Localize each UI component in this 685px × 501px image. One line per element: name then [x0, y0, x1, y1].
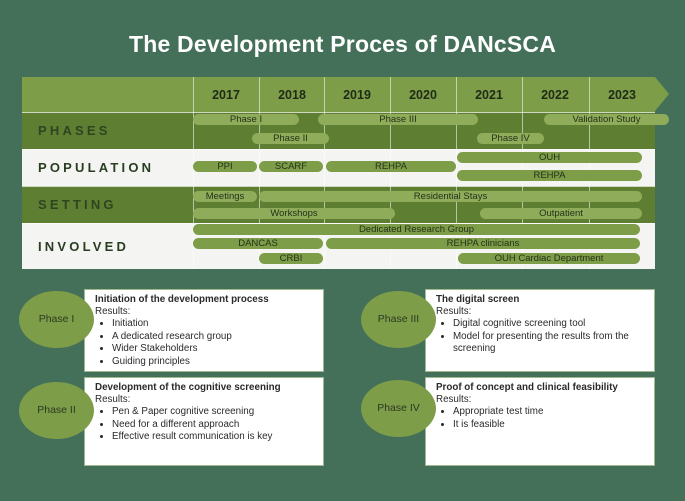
list-item: Digital cognitive screening tool [453, 318, 644, 331]
list-item: Pen & Paper cognitive screening [112, 406, 313, 419]
bar-population-ouh: OUH [457, 152, 642, 163]
year-2018: 2018 [278, 88, 306, 102]
column-divider [456, 77, 457, 269]
year-2019: 2019 [343, 88, 371, 102]
phase-4-results-label: Results: [436, 394, 472, 405]
list-item: Appropriate test time [453, 406, 644, 419]
phase-1-card: Initiation of the development process Re… [84, 289, 324, 372]
row-label-phases: PHASES [38, 123, 111, 138]
phase-3-results-list: Digital cognitive screening tool Model f… [436, 318, 644, 356]
timeline-arrow [655, 77, 669, 111]
list-item: Effective result communication is key [112, 431, 313, 444]
bar-phase-1: Phase I [193, 114, 299, 125]
phase-2-heading: Development of the cognitive screening [95, 382, 281, 393]
column-divider [259, 77, 260, 269]
column-divider [390, 77, 391, 269]
phase-1-heading: Initiation of the development process [95, 294, 269, 305]
year-2017: 2017 [212, 88, 240, 102]
list-item: A dedicated research group [112, 331, 313, 344]
phase-4-heading: Proof of concept and clinical feasibilit… [436, 382, 618, 393]
bar-validation-study: Validation Study [544, 114, 669, 125]
row-label-involved: INVOLVED [38, 239, 130, 254]
row-divider [22, 186, 655, 187]
list-item: Model for presenting the results from th… [453, 331, 644, 356]
bar-involved-ouh-cardiac: OUH Cardiac Department [458, 253, 640, 264]
bar-setting-meetings: Meetings [193, 191, 257, 202]
phase-2-card: Development of the cognitive screening R… [84, 377, 324, 466]
bar-involved-dedicated-research-group: Dedicated Research Group [193, 224, 640, 235]
column-divider [324, 77, 325, 269]
phase-4-card: Proof of concept and clinical feasibilit… [425, 377, 655, 466]
phase-1-circle: Phase I [19, 291, 94, 348]
list-item: Wider Stakeholders [112, 343, 313, 356]
row-divider [22, 112, 655, 113]
phase-4-results-list: Appropriate test time It is feasible [436, 406, 644, 431]
bar-involved-crbi: CRBI [259, 253, 323, 264]
column-divider [193, 77, 194, 269]
bar-population-rehpa-2: REHPA [457, 170, 642, 181]
bar-involved-rehpa-clinicians: REHPA clinicians [326, 238, 640, 249]
phase-1-results-list: Initiation A dedicated research group Wi… [95, 318, 313, 368]
row-divider [22, 149, 655, 150]
year-2021: 2021 [475, 88, 503, 102]
timeline-grid: 2017 2018 2019 2020 2021 2022 2023 PHASE… [22, 77, 669, 269]
bar-phase-4: Phase IV [477, 133, 544, 144]
row-label-setting: SETTING [38, 197, 117, 212]
phase-2-results-label: Results: [95, 394, 131, 405]
bar-involved-dancas: DANCAS [193, 238, 323, 249]
bar-population-rehpa: REHPA [326, 161, 456, 172]
bar-phase-2: Phase II [252, 133, 329, 144]
phase-1-results-label: Results: [95, 306, 131, 317]
list-item: It is feasible [453, 419, 644, 432]
bar-population-scarf: SCARF [259, 161, 323, 172]
bar-phase-3: Phase III [318, 114, 478, 125]
phase-3-results-label: Results: [436, 306, 472, 317]
bar-setting-residential-stays: Residential Stays [259, 191, 642, 202]
bar-setting-outpatient: Outpatient [480, 208, 642, 219]
phase-4-circle: Phase IV [361, 380, 436, 437]
row-label-population: POPULATION [38, 160, 155, 175]
phase-3-circle: Phase III [361, 291, 436, 348]
phase-2-circle: Phase II [19, 382, 94, 439]
list-item: Need for a different approach [112, 419, 313, 432]
year-2022: 2022 [541, 88, 569, 102]
list-item: Initiation [112, 318, 313, 331]
year-2023: 2023 [608, 88, 636, 102]
phase-2-results-list: Pen & Paper cognitive screening Need for… [95, 406, 313, 444]
bar-population-ppi: PPI [193, 161, 257, 172]
diagram-title: The Development Proces of DANcSCA [128, 31, 557, 57]
bar-setting-workshops: Workshops [193, 208, 395, 219]
phase-3-card: The digital screen Results: Digital cogn… [425, 289, 655, 372]
row-divider [22, 223, 655, 224]
year-2020: 2020 [409, 88, 437, 102]
list-item: Guiding principles [112, 356, 313, 369]
phase-3-heading: The digital screen [436, 294, 520, 305]
year-header-bar [22, 77, 669, 112]
